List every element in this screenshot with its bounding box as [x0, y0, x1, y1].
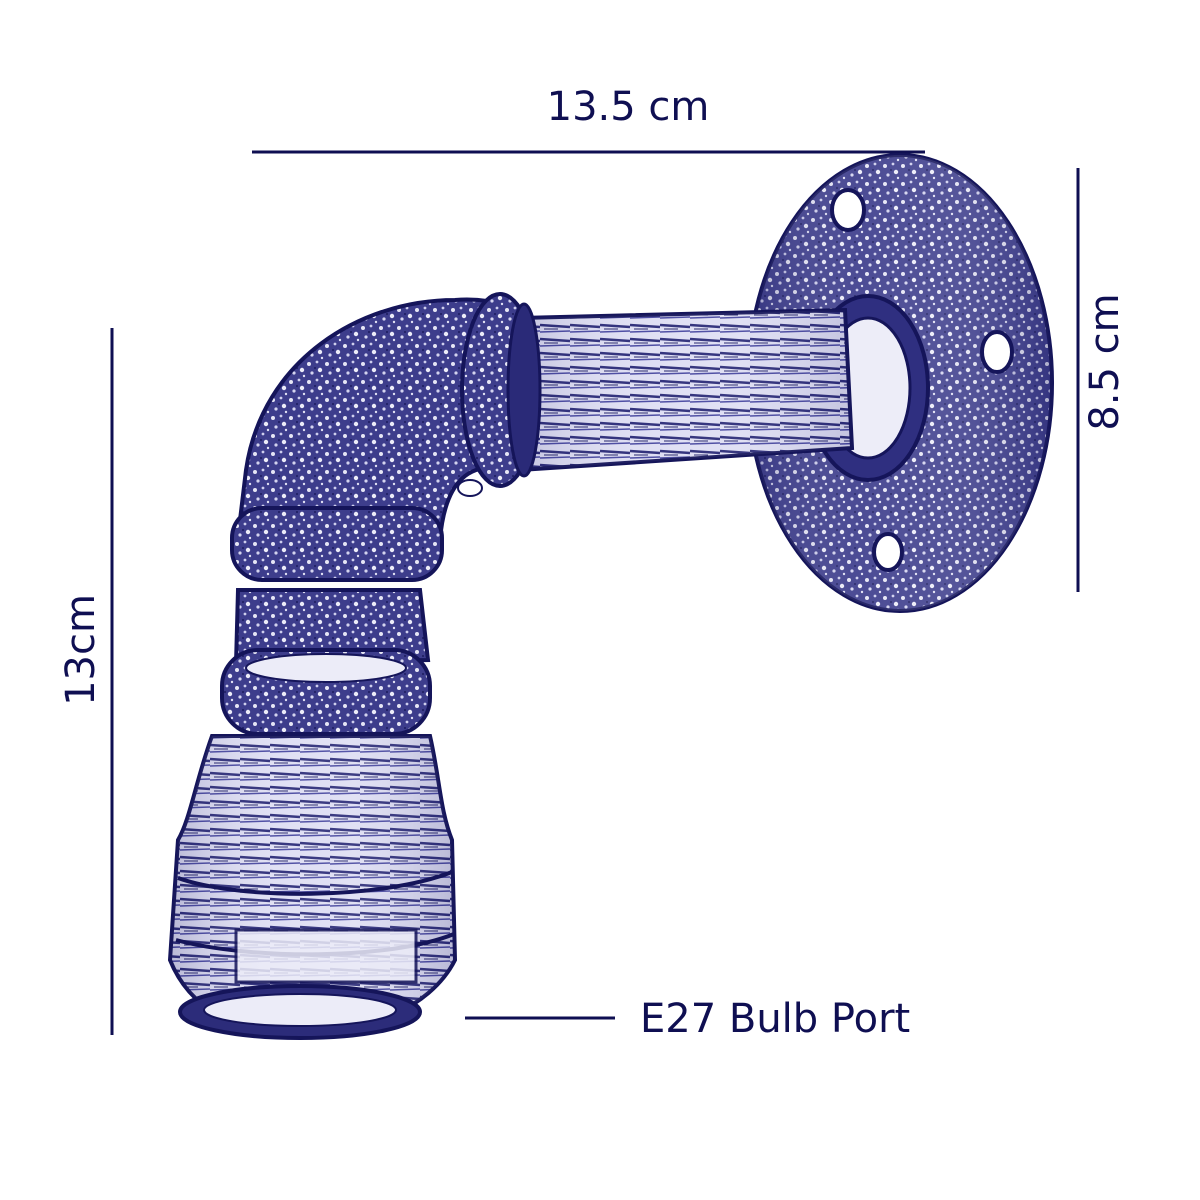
- flange-label: 8.5 cm: [1082, 293, 1128, 430]
- vertical-assembly: [167, 506, 458, 1040]
- horizontal-pipe: [518, 307, 855, 473]
- bulb-port-label: E27 Bulb Port: [640, 996, 910, 1042]
- flange-screw-hole-right: [980, 330, 1014, 374]
- width-label: 13.5 cm: [547, 84, 710, 130]
- height-label: 13cm: [58, 594, 104, 706]
- flange-screw-hole-top: [830, 188, 866, 232]
- pipe-elbow: [237, 292, 542, 543]
- flange-screw-hole-bottom: [872, 532, 904, 572]
- elbow-collar: [230, 506, 444, 582]
- hex-nut: [233, 588, 431, 667]
